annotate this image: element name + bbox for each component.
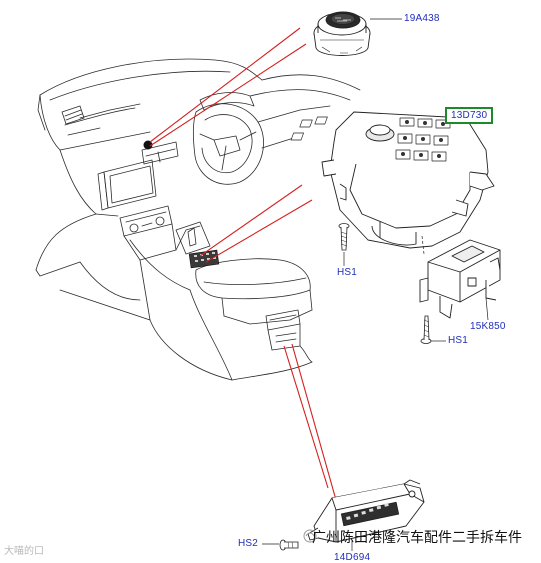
- leader-15K850: [485, 297, 489, 321]
- part-19A438-start-button: [313, 11, 371, 56]
- callout-hs2: HS2: [238, 538, 259, 549]
- start-button-location-marker: [143, 140, 153, 150]
- leader-lines: [149, 27, 337, 501]
- watermark-left: 大喵的口: [4, 546, 44, 557]
- screw-hs1-upper: [338, 223, 350, 251]
- callout-hs1-lower: HS1: [448, 335, 469, 346]
- callout-19A438: 19A438: [404, 13, 440, 24]
- screw-hs2: [279, 539, 299, 551]
- vehicle-interior-illustration: [35, 58, 361, 381]
- callout-hs1-upper: HS1: [337, 267, 358, 278]
- part-14D694-rear-control: [307, 479, 425, 543]
- watermark-right: 广州陈田港隆汽车配件二手拆车件: [312, 530, 522, 546]
- alignment-dashed-line: [421, 235, 425, 255]
- callout-13D730: 13D730: [445, 107, 494, 124]
- watermark-logo-icon: [303, 529, 317, 543]
- screw-hs1-lower: [420, 315, 432, 344]
- part-13D730-switch-pack: [290, 111, 495, 249]
- callout-14D694: 14D694: [334, 552, 371, 563]
- console-switch-pad-location: [188, 249, 220, 269]
- part-15K850-bracket: [419, 239, 501, 319]
- callout-15K850: 15K850: [470, 321, 506, 332]
